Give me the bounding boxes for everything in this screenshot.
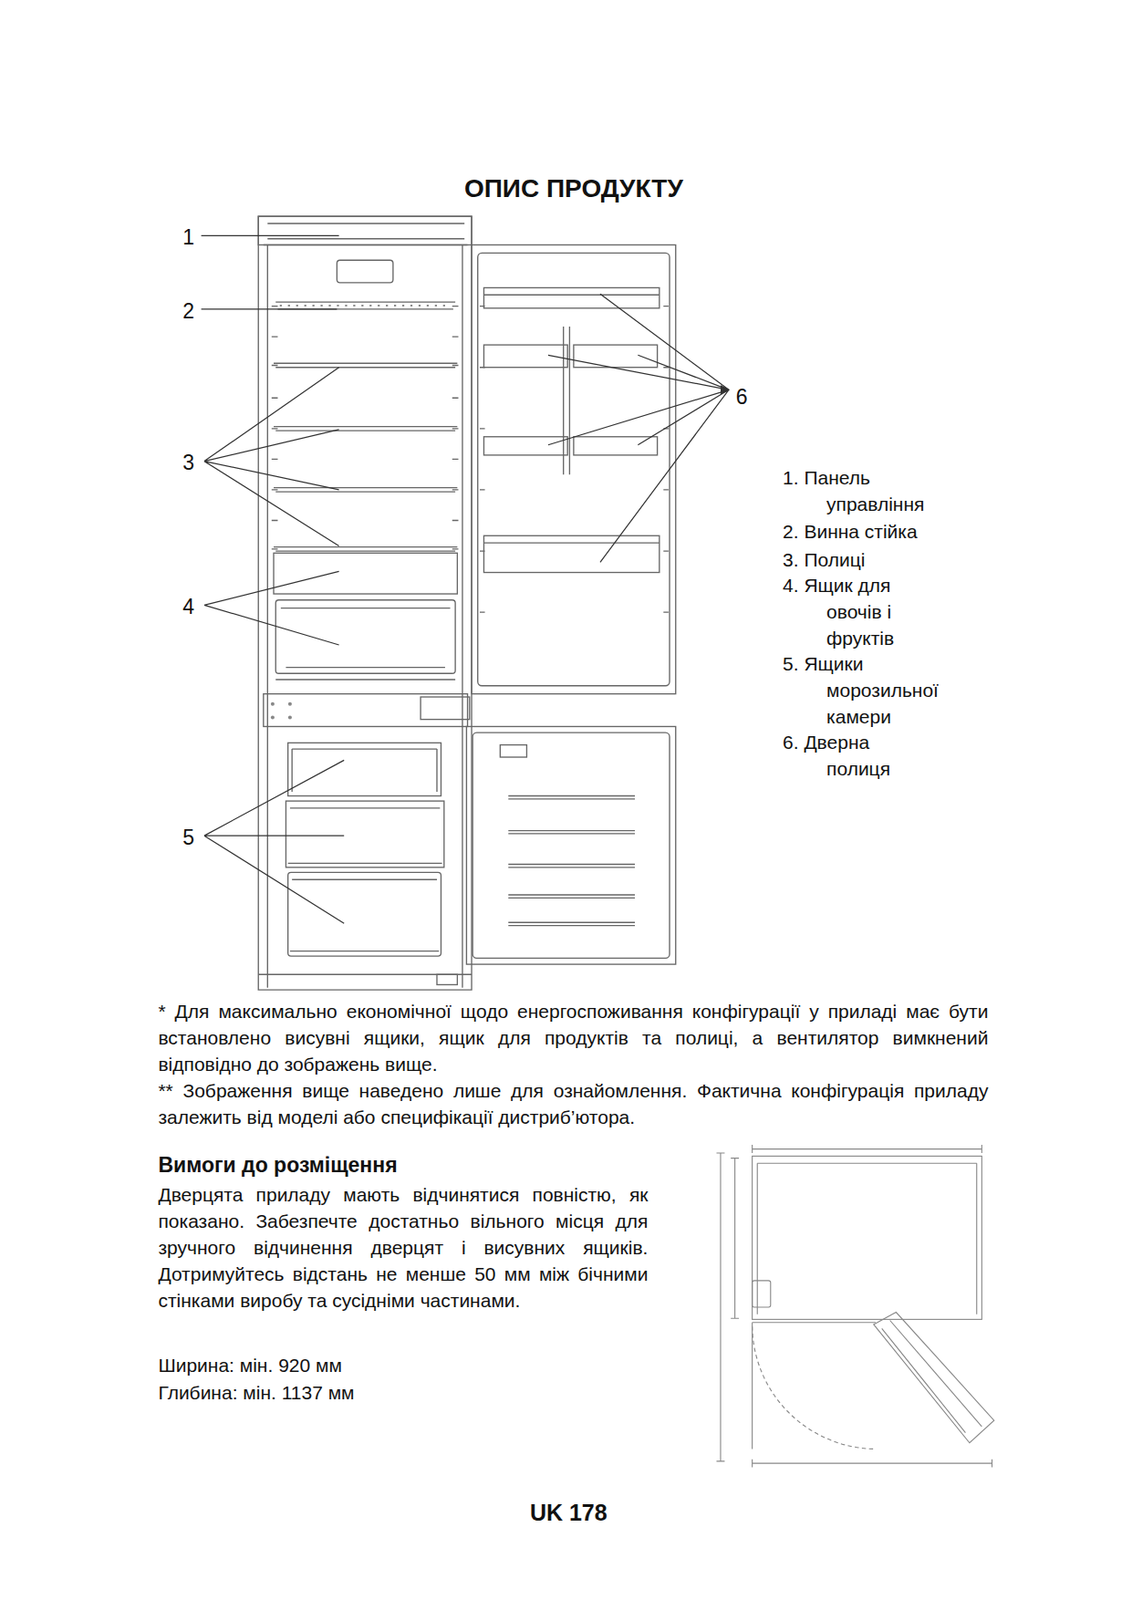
freezer-door-liner [472, 732, 670, 958]
wine-rack-bars [280, 304, 452, 306]
indicator-dot [270, 715, 275, 719]
display [499, 745, 527, 758]
leader-line [204, 759, 344, 924]
callout-number: 4 [182, 592, 195, 621]
wine-rack [275, 301, 456, 310]
legend-item: 1. Панель управління [780, 464, 950, 518]
freezer-door-ribs [508, 796, 635, 926]
plinth-hinge [436, 974, 457, 985]
callout-number: 5 [182, 823, 195, 852]
freezer-drawer-rim [290, 879, 439, 951]
fridge-drawing [258, 216, 676, 990]
door-studs [479, 306, 669, 613]
callout-number: 3 [182, 448, 195, 477]
leader-line [548, 293, 729, 562]
shelves [273, 363, 457, 551]
freezer-drawer-rim [291, 748, 437, 792]
callout-number: 1 [182, 223, 195, 251]
door-shelf [483, 287, 659, 308]
indicator-dots [270, 702, 292, 720]
swing-arc [752, 1326, 876, 1449]
hinge [752, 1280, 771, 1308]
door-bin [483, 535, 659, 572]
spec-text: Глибина: мін. 1137 мм [157, 1379, 648, 1406]
cabinet-top-view [752, 1155, 983, 1319]
legend-item: 5. Ящики морозильної камери [780, 650, 950, 730]
leader-line [204, 571, 340, 645]
freezer-drawer [288, 872, 442, 956]
open-door [873, 1312, 995, 1444]
footnote: * Для максимально економічної щодо енерг… [157, 997, 988, 1078]
leader-line [204, 367, 340, 547]
indicator-dot [288, 702, 292, 707]
legend-item: 6. Дверна полиця [780, 728, 918, 782]
freezer-drawer [288, 742, 442, 796]
callout-number: 6 [736, 383, 748, 411]
freezer-drawer [285, 800, 444, 868]
footnote: ** Зображення вище наведено лише для озн… [157, 1077, 988, 1131]
door-shelf [483, 436, 568, 456]
door-shelf [573, 344, 658, 368]
legend-item: 4. Ящик для овочів і фруктів [780, 571, 941, 652]
legend-item: 2. Винна стійка [780, 518, 1028, 545]
legend-item: 3. Полиці [780, 546, 1028, 573]
control-panel-detail [267, 223, 465, 239]
lamp-housing [336, 259, 394, 283]
crisper-lower [275, 600, 456, 675]
crisper-upper [273, 552, 457, 594]
indicator-dot [270, 702, 275, 707]
freezer-door [466, 726, 676, 965]
hinge-block [420, 696, 470, 720]
indicator-dot [288, 715, 292, 719]
arrow-head [720, 385, 729, 395]
clearance-drawing [716, 1144, 994, 1467]
leader-line [201, 235, 340, 237]
fridge-door-liner [477, 252, 670, 686]
divider [263, 694, 468, 727]
fridge-door [471, 244, 676, 694]
spec-text: Ширина: мін. 920 мм [157, 1351, 648, 1379]
cabinet-inner [752, 1163, 977, 1449]
leader-lines [201, 235, 729, 924]
shelf-supports [271, 306, 459, 550]
body-text: Дверцята приладу мають відчинятися повні… [157, 1181, 648, 1314]
callout-number: 2 [182, 297, 195, 325]
door-shelf [573, 436, 658, 456]
page-number: UK 178 [477, 1498, 660, 1527]
section-heading: Вимоги до розміщення [157, 1152, 651, 1179]
page-title: ОПИС ПРОДУКТУ [208, 173, 939, 205]
crisper-detail [275, 608, 456, 680]
control-panel [258, 216, 472, 245]
cabinet-outline [258, 216, 472, 990]
leader-line [201, 308, 338, 310]
